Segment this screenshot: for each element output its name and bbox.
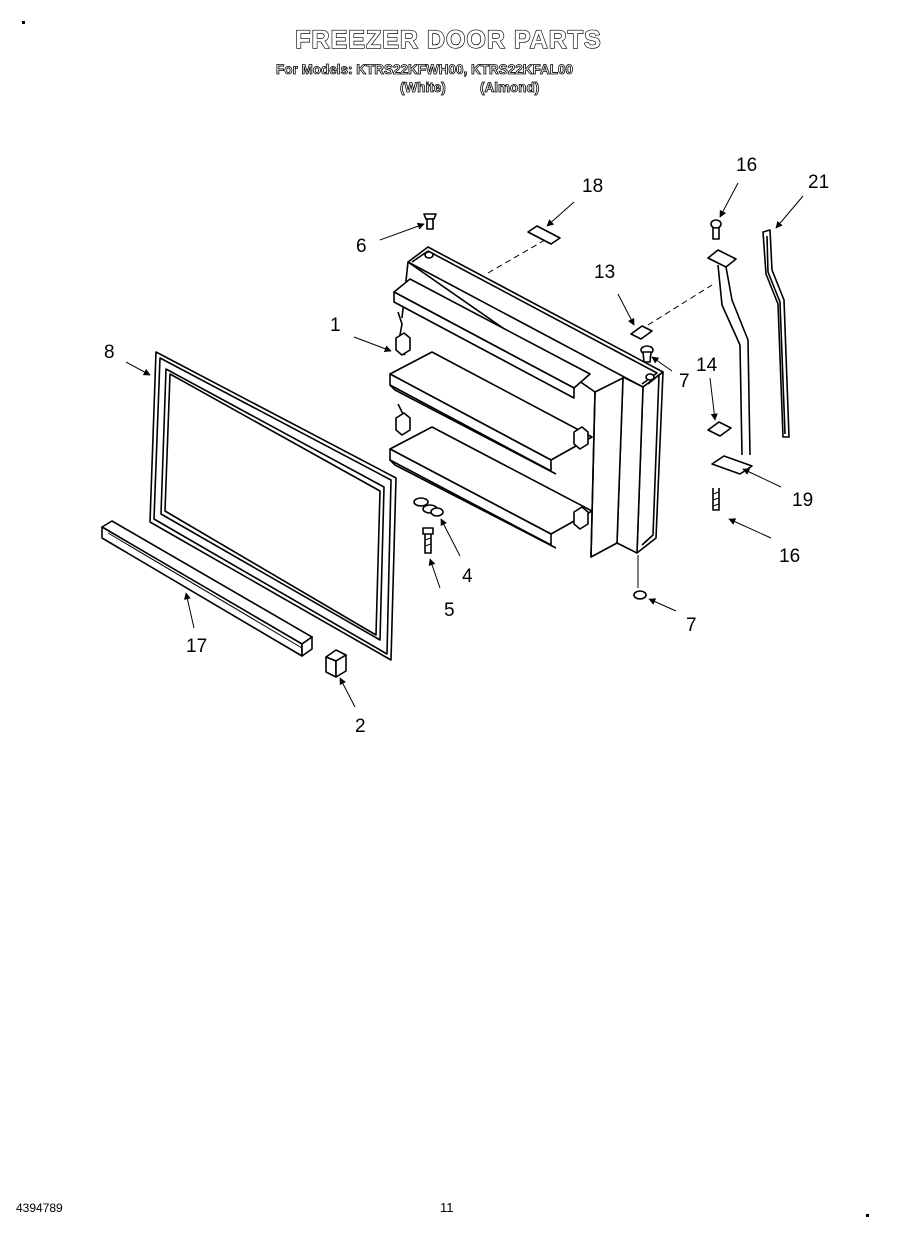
callout-2: 2	[355, 716, 366, 737]
callout-arrows	[125, 182, 804, 708]
door-gasket	[149, 351, 397, 661]
models-line: For Models: KTRS22KFWH00, KTRS22KFAL00	[276, 62, 574, 78]
door-trim-strip	[101, 520, 313, 657]
variant-almond: (Almond)	[480, 80, 540, 96]
hinge-bushing-lower	[633, 555, 647, 600]
callout-7-upper: 7	[679, 371, 690, 392]
hinge-bracket-upper	[630, 325, 653, 340]
callout-17: 17	[186, 636, 207, 657]
page-number: 11	[440, 1200, 454, 1215]
callout-13: 13	[594, 262, 615, 283]
door-screw	[422, 527, 434, 554]
callout-8: 8	[104, 342, 115, 363]
bracket-leader-line	[647, 284, 713, 326]
callout-7-lower: 7	[686, 615, 697, 636]
hinge-screw-lower	[712, 488, 720, 511]
callout-6: 6	[356, 236, 367, 257]
callout-5: 5	[444, 600, 455, 621]
callout-16-lower: 16	[779, 546, 800, 567]
callout-labels: 6 18 1 8 13 7 16 21 14 19 16 7 4 5 17 2	[104, 155, 829, 737]
hinge-bracket-lower	[707, 421, 732, 437]
callout-19: 19	[792, 490, 813, 511]
handle-bracket	[707, 249, 753, 475]
callout-18: 18	[582, 176, 603, 197]
callout-16-upper: 16	[736, 155, 757, 176]
door-label	[527, 225, 561, 245]
page-title: FREEZER DOOR PARTS	[295, 25, 602, 54]
label-leader-line	[487, 239, 546, 274]
hinge-washers	[413, 497, 444, 517]
scan-mark	[22, 21, 25, 24]
door-liner	[389, 246, 664, 558]
callout-4: 4	[462, 566, 473, 587]
hinge-pin-upper	[640, 345, 654, 363]
hinge-screw-upper	[710, 219, 722, 240]
handle-end-cap	[325, 649, 347, 678]
document-number: 4394789	[16, 1201, 63, 1215]
callout-1: 1	[330, 315, 341, 336]
callout-14: 14	[696, 355, 718, 376]
door-stop-screw	[423, 213, 437, 230]
callout-21: 21	[808, 172, 829, 193]
door-handle	[762, 229, 790, 438]
variant-white: (White)	[400, 80, 447, 96]
scan-mark	[866, 1214, 869, 1217]
